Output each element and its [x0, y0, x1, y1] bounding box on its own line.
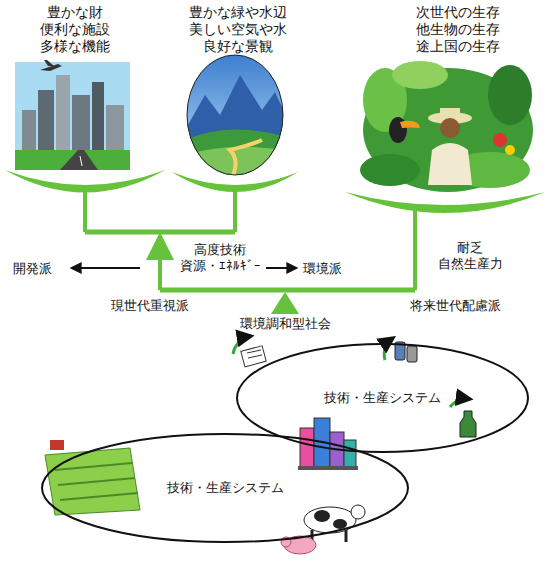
label-text: 耐乏 自然生産力 [430, 240, 510, 272]
label-text: 環境調和型社会 [225, 316, 345, 332]
loop-title: 技術・生産システム [167, 480, 284, 496]
direction-arrow [266, 267, 296, 269]
recycle-icons [233, 336, 476, 437]
label-text: 高度技術 資源・ｴﾈﾙｷﾞｰ [174, 242, 266, 274]
label-text: 豊かな緑や水辺 美しい空気や水 良好な景観 [172, 4, 304, 55]
label-text: 将来世代配慮派 [395, 298, 515, 314]
balance-beam [5, 170, 545, 314]
label-text: 環境派 [296, 261, 348, 277]
jungle-picture [360, 61, 533, 192]
city-picture [15, 60, 130, 170]
loop-title: 技術・生産システム [324, 390, 441, 406]
landscape-picture [185, 55, 290, 180]
cycle-loop: 技術・生産システム [40, 432, 410, 544]
livestock [281, 505, 365, 554]
label-text: 現世代重視派 [95, 298, 205, 314]
direction-arrow [72, 267, 140, 269]
label-text: 次世代の生存 他生物の生存 途上国の生存 [392, 4, 524, 55]
label-text: 開発派 [2, 261, 62, 277]
label-text: 豊かな財 便利な施設 多様な機能 [13, 4, 137, 55]
